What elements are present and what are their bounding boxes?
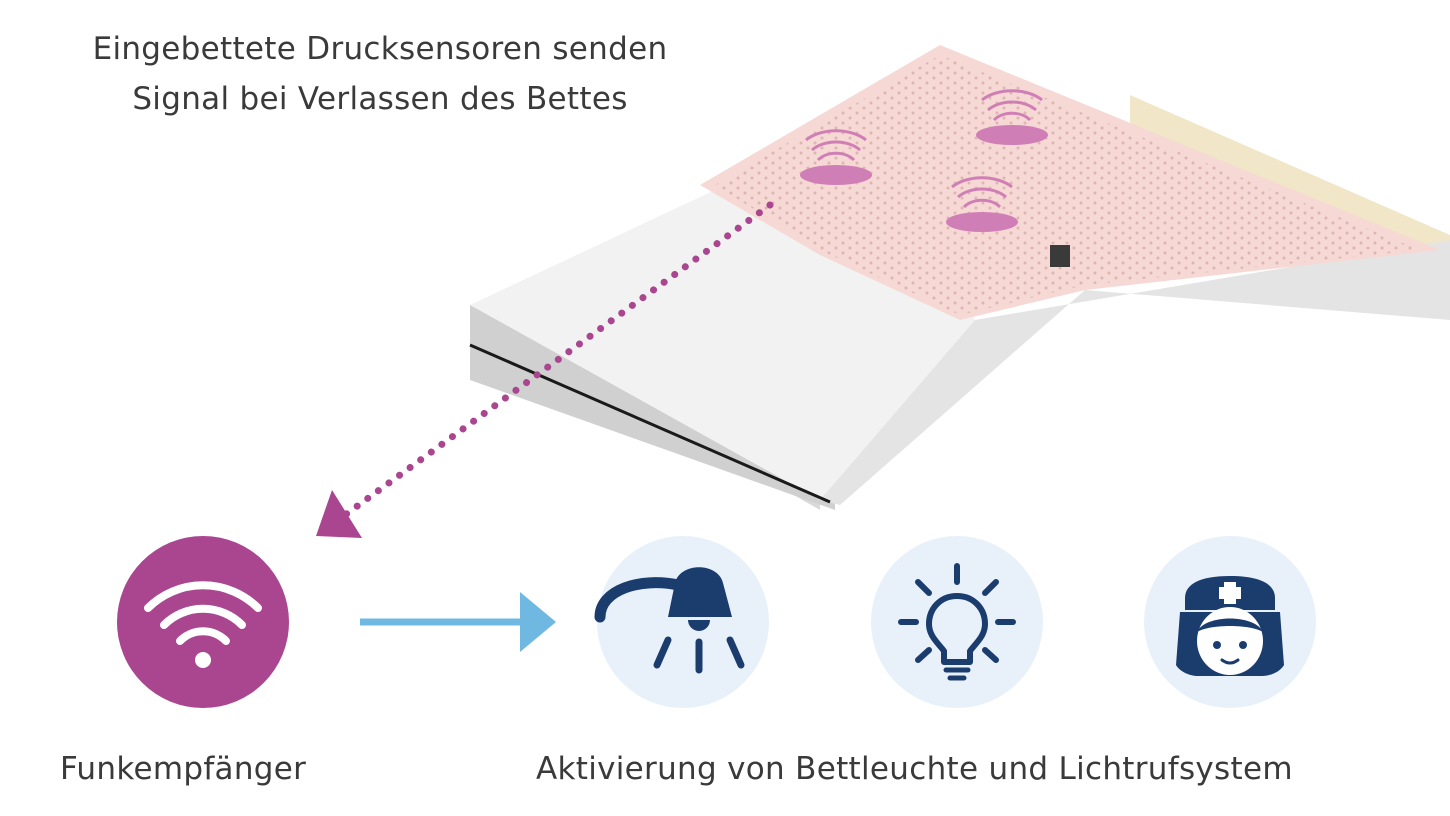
nurse-node bbox=[1144, 536, 1316, 708]
receiver-node bbox=[117, 536, 289, 708]
activation-arrow bbox=[360, 592, 556, 652]
top-caption: Eingebettete Drucksensoren senden Signal… bbox=[30, 24, 730, 124]
wifi-icon bbox=[144, 581, 262, 668]
mattress-hole-texture bbox=[715, 55, 1420, 315]
mattress-connector bbox=[1050, 245, 1070, 267]
light-bulb-icon bbox=[898, 563, 1016, 681]
activation-label: Aktivierung von Bettleuchte und Lichtruf… bbox=[536, 751, 1293, 787]
mattress-illustration bbox=[469, 45, 1450, 510]
mattress-right-side bbox=[820, 240, 1450, 505]
pressure-sensor-2 bbox=[976, 89, 1048, 145]
bed-lamp-icon bbox=[594, 567, 745, 674]
pressure-sensor-1 bbox=[800, 129, 872, 185]
top-caption-line-2: Signal bei Verlassen des Bettes bbox=[132, 81, 628, 117]
nurse-icon bbox=[1176, 576, 1284, 676]
light-bulb-node bbox=[871, 536, 1043, 708]
bed-lamp-node bbox=[594, 536, 769, 708]
pressure-sensor-3 bbox=[946, 176, 1018, 232]
top-caption-line-1: Eingebettete Drucksensoren senden bbox=[92, 31, 668, 67]
signal-arrow bbox=[316, 201, 774, 538]
receiver-label: Funkempfänger bbox=[60, 751, 307, 787]
mattress-front-edge bbox=[470, 305, 835, 510]
mattress-zipper bbox=[469, 343, 831, 504]
